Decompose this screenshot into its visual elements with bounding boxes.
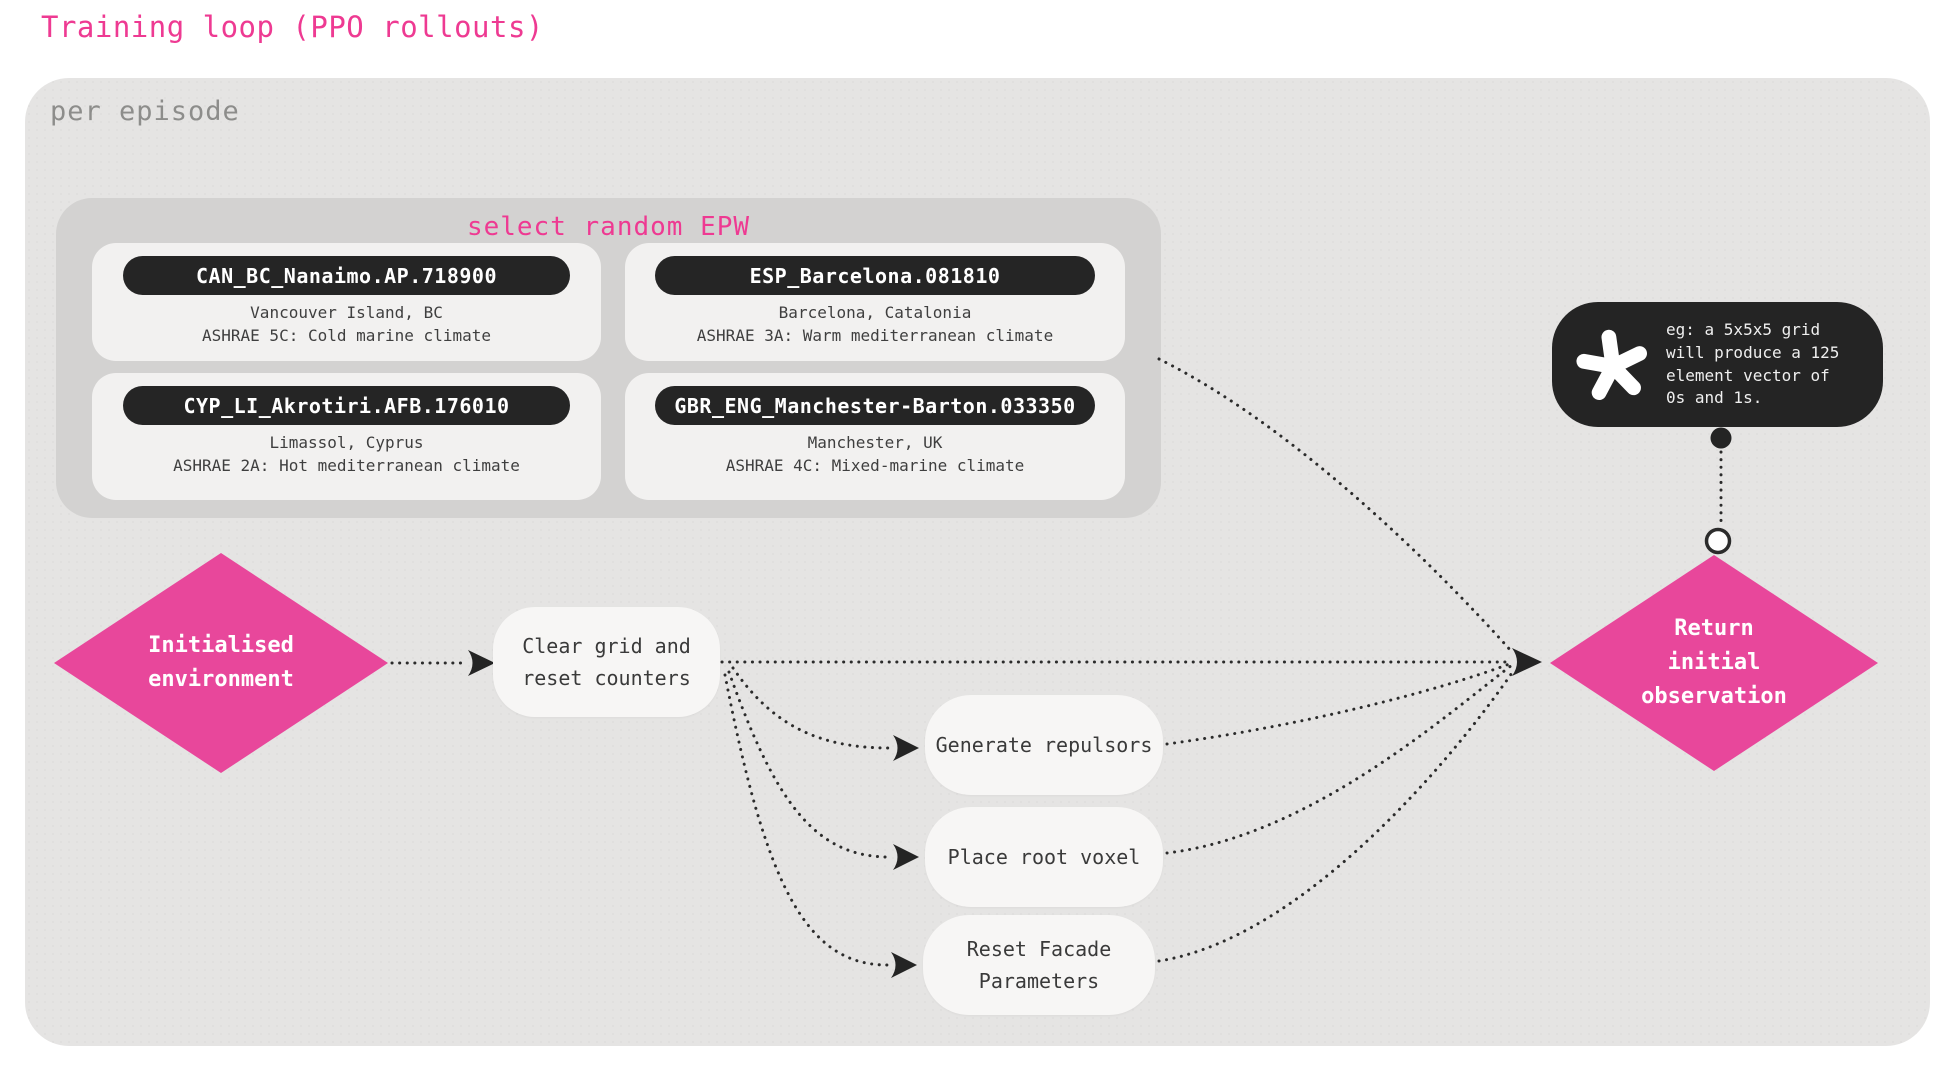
node-reset-facade-parameters: Reset Facade Parameters bbox=[923, 915, 1155, 1015]
epw-location: Manchester, UK bbox=[807, 433, 943, 452]
connector-reset-to-return bbox=[1157, 668, 1516, 963]
epw-file-pill: CAN_BC_Nanaimo.AP.718900 bbox=[122, 256, 571, 295]
epw-panel: select random EPW CAN_BC_Nanaimo.AP.7189… bbox=[56, 198, 1161, 518]
arrowhead-reset bbox=[891, 952, 917, 978]
epw-location: Vancouver Island, BC bbox=[250, 303, 443, 322]
epw-file-pill: GBR_ENG_Manchester-Barton.033350 bbox=[655, 386, 1095, 425]
observation-callout: eg: a 5x5x5 grid will produce a 125 elem… bbox=[1552, 302, 1883, 427]
arrowhead-return bbox=[1512, 648, 1542, 676]
per-episode-label: per episode bbox=[50, 96, 240, 127]
connector-clear-to-reset bbox=[723, 673, 889, 967]
node-label: Generate repulsors bbox=[935, 733, 1153, 757]
node-label: Place root voxel bbox=[947, 845, 1141, 869]
callout-target-circle bbox=[1704, 527, 1732, 555]
epw-climate: ASHRAE 4C: Mixed-marine climate bbox=[725, 456, 1025, 476]
epw-card-akrotiri: CYP_LI_Akrotiri.AFB.176010 Limassol, Cyp… bbox=[92, 373, 601, 500]
arrowhead-generate bbox=[893, 735, 919, 761]
epw-climate: ASHRAE 3A: Warm mediterranean climate bbox=[696, 326, 1054, 346]
connector-clear-to-place bbox=[727, 670, 891, 859]
epw-file-pill: CYP_LI_Akrotiri.AFB.176010 bbox=[122, 386, 571, 425]
connector-place-to-return bbox=[1165, 663, 1514, 855]
callout-text: eg: a 5x5x5 grid will produce a 125 elem… bbox=[1666, 319, 1840, 408]
node-clear-grid: Clear grid and reset counters bbox=[493, 607, 720, 717]
epw-climate: ASHRAE 5C: Cold marine climate bbox=[202, 326, 491, 346]
epw-location: Barcelona, Catalonia bbox=[778, 303, 972, 322]
arrowhead-clear bbox=[468, 650, 495, 676]
epw-climate: ASHRAE 2A: Hot mediterranean climate bbox=[173, 456, 520, 476]
node-label: Clear grid and reset counters bbox=[522, 634, 691, 690]
node-label: Return initial observation bbox=[1641, 615, 1787, 710]
epw-file-pill: ESP_Barcelona.081810 bbox=[655, 256, 1095, 295]
asterisk-icon bbox=[1576, 329, 1648, 400]
node-label: Initialised environment bbox=[148, 632, 294, 692]
node-label: Reset Facade Parameters bbox=[966, 937, 1112, 993]
connector-epw-to-return bbox=[1157, 357, 1514, 654]
callout-anchor-dot bbox=[1710, 427, 1732, 449]
connector-generate-to-return bbox=[1165, 661, 1514, 746]
connector-clear-to-generate bbox=[731, 666, 891, 750]
epw-card-nanaimo: CAN_BC_Nanaimo.AP.718900 Vancouver Islan… bbox=[92, 243, 601, 361]
node-place-root-voxel: Place root voxel bbox=[925, 807, 1163, 907]
epw-card-manchester: GBR_ENG_Manchester-Barton.033350 Manches… bbox=[625, 373, 1125, 500]
arrowhead-place bbox=[893, 844, 919, 870]
epw-panel-title: select random EPW bbox=[466, 212, 751, 242]
epw-card-barcelona: ESP_Barcelona.081810 Barcelona, Cataloni… bbox=[625, 243, 1125, 361]
node-generate-repulsors: Generate repulsors bbox=[925, 695, 1163, 795]
epw-location: Limassol, Cyprus bbox=[269, 433, 424, 452]
page-title: Training loop (PPO rollouts) bbox=[41, 10, 544, 44]
